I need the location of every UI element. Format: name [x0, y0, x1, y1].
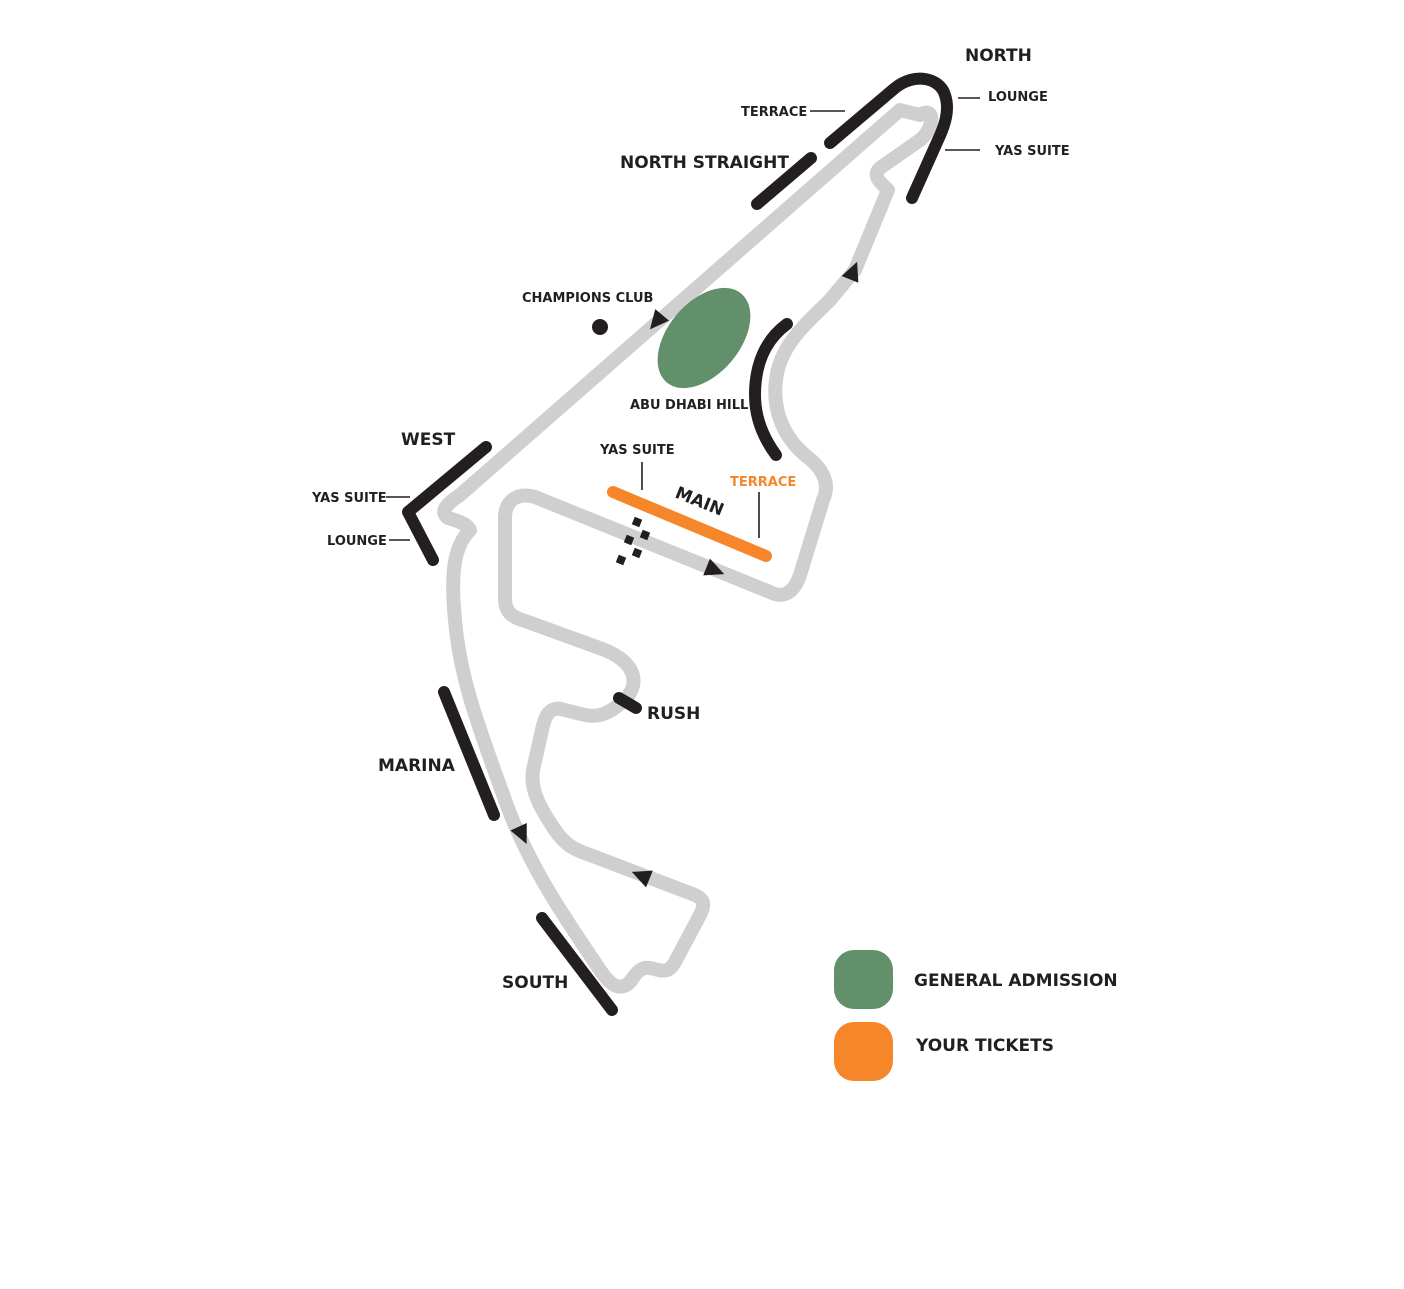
race-track	[437, 103, 939, 994]
leader-lines	[386, 97, 980, 541]
marina-stand[interactable]	[438, 686, 500, 821]
direction-arrow-icon	[510, 822, 527, 844]
west-stand[interactable]	[402, 441, 492, 566]
direction-arrow-icon	[841, 261, 859, 283]
lounge-west-label: LOUNGE	[327, 534, 387, 549]
legend-label-your-tickets: YOUR TICKETS	[915, 1036, 1054, 1056]
lounge-north-label: LOUNGE	[988, 90, 1048, 105]
legend-swatch-general-admission	[834, 950, 893, 1009]
rush-stand[interactable]	[613, 692, 642, 714]
hill-stand[interactable]	[749, 318, 793, 461]
yas-suite-west-label: YAS SUITE	[311, 491, 387, 506]
general-admission-area[interactable]	[639, 270, 769, 405]
direction-arrow-icon	[703, 558, 725, 576]
champions-club-label: CHAMPIONS CLUB	[522, 291, 653, 306]
terrace-main-label: TERRACE	[730, 475, 796, 490]
main-stand-your-tickets[interactable]	[607, 486, 772, 562]
start-finish-checkered-flag-icon	[615, 516, 651, 566]
north-straight-stand[interactable]	[751, 152, 817, 210]
legend-label-general-admission: GENERAL ADMISSION	[914, 971, 1118, 991]
direction-arrow-icon	[649, 309, 670, 330]
stands	[402, 72, 953, 1016]
legend-swatch-your-tickets	[834, 1022, 893, 1081]
rush-label: RUSH	[647, 704, 700, 724]
terrace-north-label: TERRACE	[741, 105, 807, 120]
champions-club-marker[interactable]	[592, 319, 608, 335]
abu-dhabi-hill-label: ABU DHABI HILL	[630, 398, 748, 413]
west-label: WEST	[401, 430, 456, 450]
marina-label: MARINA	[378, 756, 456, 776]
legend: GENERAL ADMISSION YOUR TICKETS	[834, 950, 1118, 1081]
legend-item: GENERAL ADMISSION	[834, 950, 1118, 1009]
north-stand[interactable]	[824, 72, 953, 204]
south-stand[interactable]	[536, 912, 618, 1016]
north-straight-label: NORTH STRAIGHT	[620, 153, 789, 173]
direction-arrow-icon	[631, 870, 653, 888]
direction-arrows	[510, 261, 859, 888]
yas-suite-north-label: YAS SUITE	[994, 144, 1070, 159]
yas-suite-main-label: YAS SUITE	[599, 443, 675, 458]
north-label: NORTH	[965, 46, 1032, 66]
legend-item: YOUR TICKETS	[834, 1022, 1054, 1081]
south-label: SOUTH	[502, 973, 568, 993]
